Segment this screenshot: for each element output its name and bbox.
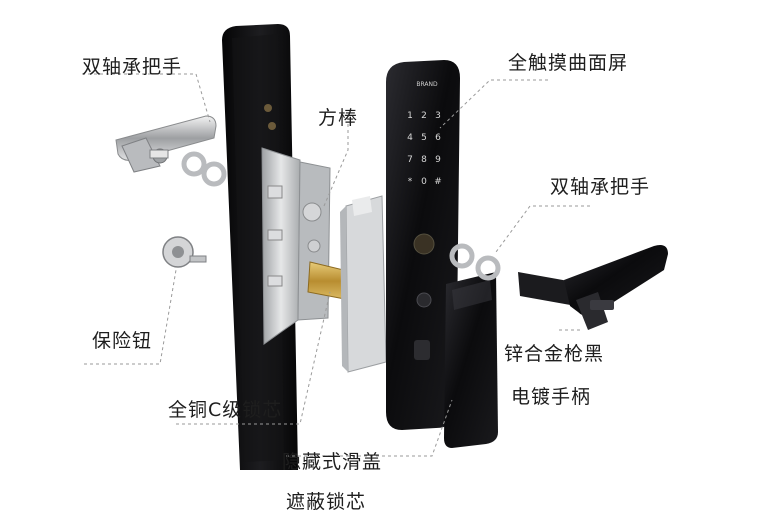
- back-panel: [222, 24, 298, 470]
- label-zinc-alloy: 锌合金枪黑: [504, 343, 605, 365]
- sliding-cover: [444, 272, 498, 448]
- keypad-key: 9: [435, 155, 441, 165]
- panel-brand-text: BRAND: [416, 81, 438, 88]
- left-washers: [181, 151, 227, 187]
- right-washers: [449, 243, 501, 281]
- left-handle: [115, 115, 217, 173]
- label-hidden-slide-cover: 隐藏式滑盖: [282, 451, 383, 473]
- keypad-key: #: [434, 177, 442, 187]
- cover-plate: [340, 195, 387, 373]
- label-copper-lock-core: 全铜C级锁芯: [168, 399, 283, 421]
- safety-knob: [162, 236, 207, 268]
- label-square-rod: 方棒: [318, 107, 359, 129]
- keypad-key: 7: [407, 155, 413, 165]
- label-electroplated-handle: 电镀手柄: [511, 386, 592, 408]
- keypad-key: 5: [421, 133, 427, 143]
- keypad-key: 1: [407, 111, 413, 121]
- label-double-bearing-handle-top: 双轴承把手: [82, 56, 183, 78]
- keypad-key: 2: [421, 111, 427, 121]
- keypad-key: 3: [435, 111, 441, 121]
- label-shield-lock-core: 遮蔽锁芯: [286, 491, 367, 513]
- right-handle: [518, 245, 668, 330]
- label-safety-knob: 保险钮: [92, 330, 153, 352]
- keypad-key: 6: [435, 133, 441, 143]
- keypad-key: *: [408, 177, 413, 187]
- keypad-key: 4: [407, 133, 413, 143]
- label-full-touch-screen: 全触摸曲面屏: [508, 52, 629, 74]
- keypad-key: 0: [421, 177, 427, 187]
- label-double-bearing-handle-right: 双轴承把手: [550, 176, 651, 198]
- keypad-key: 8: [421, 155, 427, 165]
- mortise-lock-body: [261, 147, 331, 345]
- leader-lines: [82, 73, 590, 457]
